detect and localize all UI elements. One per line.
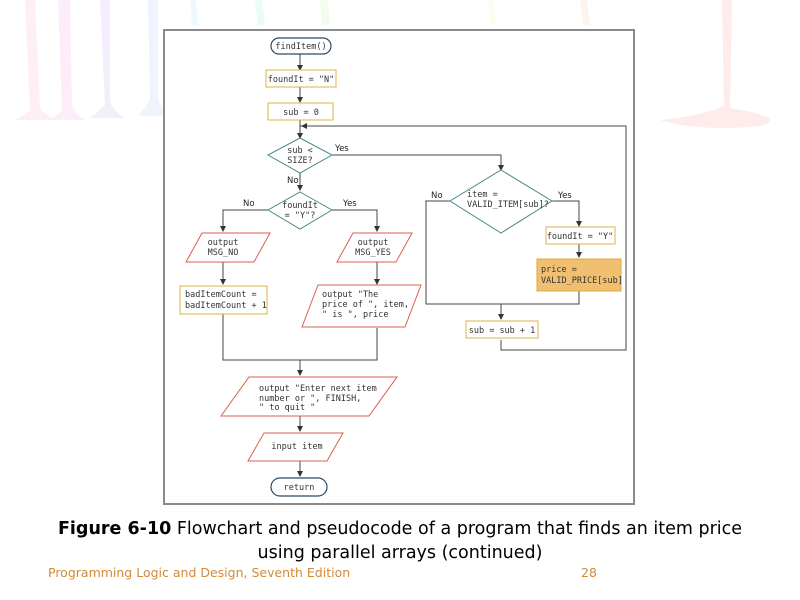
svg-text:foundIt = "N": foundIt = "N": [268, 75, 335, 85]
label-no: No: [243, 199, 255, 209]
svg-text:input item: input item: [271, 442, 322, 452]
svg-text:output: output: [358, 238, 389, 248]
svg-text:price of ", item,: price of ", item,: [322, 300, 409, 310]
svg-text:" is ", price: " is ", price: [322, 310, 389, 320]
io-input-item: input item: [247, 432, 344, 462]
figure-number: Figure 6-10: [57, 519, 172, 539]
svg-text:sub = 0: sub = 0: [283, 108, 319, 118]
decision-sub-less-size: sub < SIZE?: [266, 137, 334, 174]
io-output-prompt: output "Enter next item number or ", FIN…: [220, 376, 398, 417]
svg-text:= "Y"?: = "Y"?: [285, 211, 316, 221]
decision-item-match: item = VALID_ITEM[sub]?: [449, 169, 553, 234]
process-init-found: foundIt = "N": [265, 69, 337, 88]
svg-text:VALID_ITEM[sub]?: VALID_ITEM[sub]?: [467, 200, 549, 210]
svg-text:badItemCount + 1: badItemCount + 1: [185, 301, 267, 311]
svg-text:output: output: [208, 238, 239, 248]
start-terminal: findItem(): [270, 37, 332, 55]
svg-text:number or ", FINISH,: number or ", FINISH,: [259, 394, 361, 404]
io-output-msg-yes: output MSG_YES: [336, 232, 413, 263]
decision-found-yes: foundIt = "Y"?: [267, 191, 333, 230]
label-yes: Yes: [334, 144, 349, 154]
svg-text:output "The: output "The: [322, 290, 378, 300]
svg-text:MSG_NO: MSG_NO: [208, 248, 239, 258]
connectors: [220, 54, 627, 477]
process-set-found: foundIt = "Y": [545, 226, 616, 245]
io-output-msg-no: output MSG_NO: [185, 232, 271, 263]
svg-text:MSG_YES: MSG_YES: [355, 248, 391, 258]
caption-text: Flowchart and pseudocode of a program th…: [171, 519, 743, 563]
svg-text:" to quit ": " to quit ": [259, 403, 315, 413]
svg-text:sub <: sub <: [287, 146, 313, 156]
svg-text:badItemCount =: badItemCount =: [185, 290, 257, 300]
background-decoration: [15, 0, 770, 128]
svg-text:output "Enter next item: output "Enter next item: [259, 384, 377, 394]
figure-caption: Figure 6-10 Flowchart and pseudocode of …: [40, 517, 760, 565]
process-init-sub: sub = 0: [267, 102, 334, 121]
svg-text:VALID_PRICE[sub]: VALID_PRICE[sub]: [541, 276, 623, 286]
process-bad-item-count: badItemCount = badItemCount + 1: [179, 285, 268, 315]
label-yes: Yes: [557, 191, 572, 201]
label-no: No: [287, 176, 299, 186]
svg-text:price =: price =: [541, 265, 577, 275]
process-increment-sub: sub = sub + 1: [465, 320, 539, 339]
svg-text:foundIt = "Y": foundIt = "Y": [547, 232, 614, 242]
svg-text:findItem(): findItem(): [275, 42, 326, 52]
end-terminal: return: [270, 477, 328, 497]
process-set-price: price = VALID_PRICE[sub]: [536, 258, 623, 292]
io-output-price: output "The price of ", item, " is ", pr…: [301, 284, 422, 328]
footer-page-number: 28: [581, 565, 597, 580]
svg-text:SIZE?: SIZE?: [287, 156, 313, 166]
label-yes: Yes: [342, 199, 357, 209]
label-no: No: [431, 191, 443, 201]
svg-text:return: return: [284, 483, 315, 493]
footer-book-title: Programming Logic and Design, Seventh Ed…: [48, 565, 351, 580]
svg-text:sub = sub + 1: sub = sub + 1: [469, 326, 536, 336]
svg-text:item =: item =: [467, 190, 498, 200]
svg-text:foundIt: foundIt: [282, 201, 318, 211]
